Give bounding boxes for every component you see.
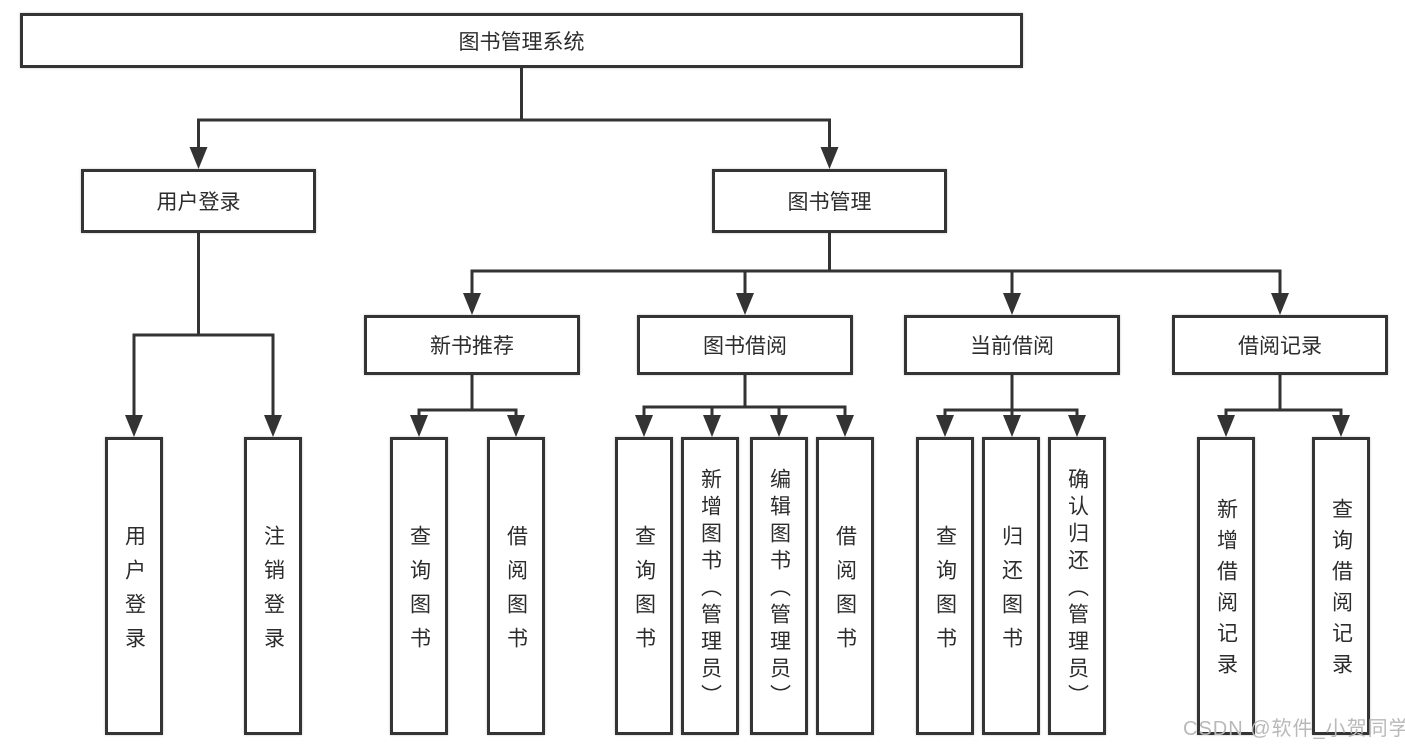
node-current-borrow-label: 当前借阅 [970,335,1054,358]
leaf-user-login-label: 用户登录 [122,524,146,661]
leaf-logout: 注销登录 [244,437,302,735]
leaf-bb-edit-book-admin-label: 编辑图书（管理员） [767,467,791,711]
leaf-bb-borrow-book: 借阅图书 [816,437,874,735]
leaf-br-query-record-label: 查询借阅记录 [1329,498,1353,684]
leaf-rec-query-book: 查询图书 [390,437,448,735]
leaf-rec-query-book-label: 查询图书 [407,524,431,661]
node-root-label: 图书管理系统 [458,30,585,54]
leaf-rec-borrow-book: 借阅图书 [487,437,545,735]
node-borrow-records: 借阅记录 [1172,315,1388,375]
leaf-rec-borrow-book-label: 借阅图书 [504,524,528,661]
leaf-logout-label: 注销登录 [261,524,285,661]
leaf-cb-return-book-label: 归还图书 [999,524,1023,661]
leaf-br-query-record: 查询借阅记录 [1312,437,1370,735]
leaf-br-add-record-label: 新增借阅记录 [1214,498,1238,684]
leaf-cb-return-book: 归还图书 [982,437,1040,735]
node-book-borrow-label: 图书借阅 [703,335,787,358]
node-book-mgmt-branch-label: 图书管理 [787,191,872,214]
leaf-bb-borrow-book-label: 借阅图书 [833,524,857,661]
leaf-user-login: 用户登录 [105,437,163,735]
leaf-bb-query-book-label: 查询图书 [632,524,656,661]
node-new-book-rec: 新书推荐 [364,315,580,375]
leaf-br-add-record: 新增借阅记录 [1197,437,1255,735]
leaf-cb-confirm-return-admin: 确认归还（管理员） [1048,437,1106,735]
node-book-borrow: 图书借阅 [637,315,853,375]
leaf-bb-edit-book-admin: 编辑图书（管理员） [750,437,808,735]
node-book-mgmt-branch: 图书管理 [712,169,947,233]
node-new-book-rec-label: 新书推荐 [430,335,514,358]
node-current-borrow: 当前借阅 [904,315,1120,375]
csdn-watermark: CSDN @软件_小贺同学 [1183,718,1405,740]
leaf-bb-add-book-admin: 新增图书（管理员） [681,437,739,735]
node-borrow-records-label: 借阅记录 [1238,335,1322,358]
leaf-bb-query-book: 查询图书 [615,437,673,735]
leaf-cb-query-book-label: 查询图书 [933,524,957,661]
node-root: 图书管理系统 [20,13,1023,68]
leaf-bb-add-book-admin-label: 新增图书（管理员） [698,467,722,711]
node-user-login-branch-label: 用户登录 [156,191,241,214]
node-user-login-branch: 用户登录 [81,169,316,233]
leaf-cb-confirm-return-admin-label: 确认归还（管理员） [1065,467,1089,711]
leaf-cb-query-book: 查询图书 [916,437,974,735]
arrowheads [125,147,1350,437]
